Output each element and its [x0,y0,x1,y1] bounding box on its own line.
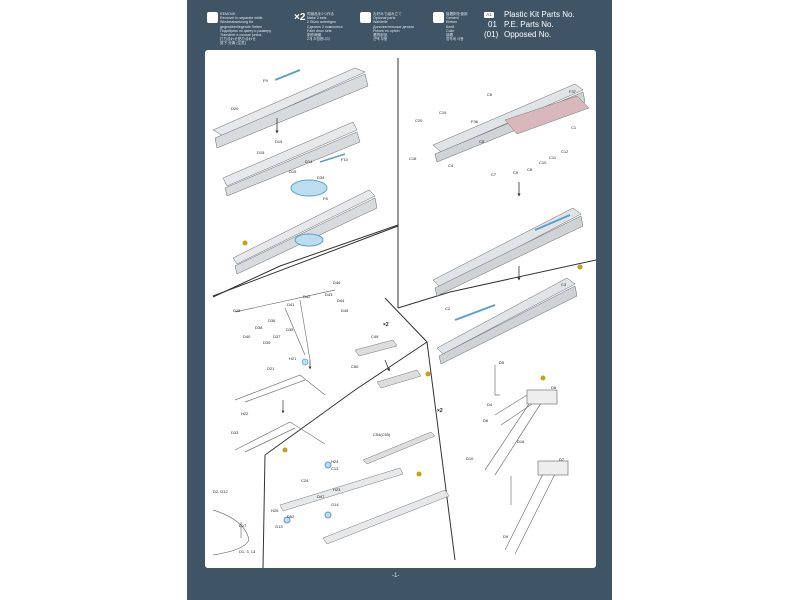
part-label: C19 [439,110,447,115]
part-label: F10 [341,157,349,162]
part-label: C49 [371,334,379,339]
part-label: F37 [569,89,577,94]
part-label: D17 [239,523,247,528]
part-label: D6 [483,418,489,423]
part-label: D4 [487,402,493,407]
part-label: C6 [487,92,493,97]
x2-icon: ×2 [437,408,443,414]
part-label: D15 [289,169,297,174]
part-label: D5 [499,360,505,365]
section-dividers [212,58,596,568]
part-label: H21 [289,356,297,361]
instruction-panel: ×2 ×2 F9 D20 D15 D15 D14 F10 D15 D34 F8 … [205,50,596,568]
part-label: H25 [271,508,279,513]
part-label: D7 [559,457,565,462]
part-label: D42 [303,294,311,299]
part-label: C50 [351,364,359,369]
part-label: D16 [517,439,525,444]
part-label: G13 [275,524,283,529]
part-label: D37 [273,334,281,339]
step-marker [242,240,248,246]
part-label: D15 [257,150,265,155]
part-label: D2, D12 [213,489,228,494]
legend-opp-code: (01) [484,30,499,39]
part-label: G14 [331,502,339,507]
part-label: D21 [267,366,275,371]
part-label: D8 [551,385,557,390]
part-label: D1, 3, 13 [239,549,256,554]
part-label: D36 [268,318,276,323]
part-label: D25 [233,308,241,313]
part-label: C1 [571,125,577,130]
legend-opp: Opposed No. [504,30,552,39]
plastic-part-badge: A1 [484,12,494,18]
part-label: F9 [263,78,268,83]
part-label: D33 [231,430,239,435]
part-label: D9 [503,534,509,539]
part-label: D15 [275,139,283,144]
cut-icon [207,12,218,23]
legend-pe: P.E. Parts No. [504,20,554,29]
part-label: D14 [305,159,313,164]
part-label: C12 [561,149,569,154]
part-label: D34 [317,175,325,180]
optional-icon [360,12,371,23]
step-ladders [484,365,569,555]
part-label: C9 [513,170,519,175]
step-hull-detail [212,509,250,556]
step-bracket [354,339,431,389]
part-label: D45 [341,308,349,313]
step-crane-assembly [234,289,336,453]
step-catwalk-assembly [432,83,590,365]
part-label: F36 [471,119,479,124]
legend-plastic: Plastic Kit Parts No. [504,10,575,19]
part-label: C10 [539,160,547,165]
part-label: C18 [409,156,417,161]
x2-icon: ×2 [383,322,389,328]
part-label: D47 [317,494,325,499]
legend-pe-code: 01 [488,20,497,29]
part-label: C20 [415,118,423,123]
step-truss-boom [279,431,450,545]
part-label: C11 [549,155,557,160]
part-label: H23 [333,487,341,492]
part-label: C7 [491,172,497,177]
x2-icon: ×2 [294,12,306,23]
step-deck-assembly [212,67,378,275]
part-label: C3 [561,282,567,287]
glue-icon [433,12,444,23]
part-label: C4 [448,163,454,168]
part-label: C13 [331,466,339,471]
part-label: D38 [255,325,263,330]
part-label: D46 [333,280,341,285]
part-label: D20 [231,106,239,111]
part-label: H24 [331,459,339,464]
part-label: H22 [241,411,249,416]
part-label: D44 [337,298,345,303]
page-number: -1- [392,573,400,579]
part-label: C5 [479,139,485,144]
part-label: C2 [445,306,451,311]
part-label: D43 [325,292,333,297]
part-label: D10 [466,456,474,461]
part-label: D41 [287,302,295,307]
part-label: F8 [323,196,328,201]
assembly-diagram: ×2 ×2 F9 D20 D15 D15 D14 F10 D15 D34 F8 … [212,58,596,568]
part-label: D35 [286,327,294,332]
part-label: C8 [527,167,533,172]
part-label: C54(C55) [373,432,391,437]
part-label: C24 [301,478,309,483]
part-label: D40 [243,334,251,339]
part-label: D52 [287,514,295,519]
part-label: D39 [263,340,271,345]
